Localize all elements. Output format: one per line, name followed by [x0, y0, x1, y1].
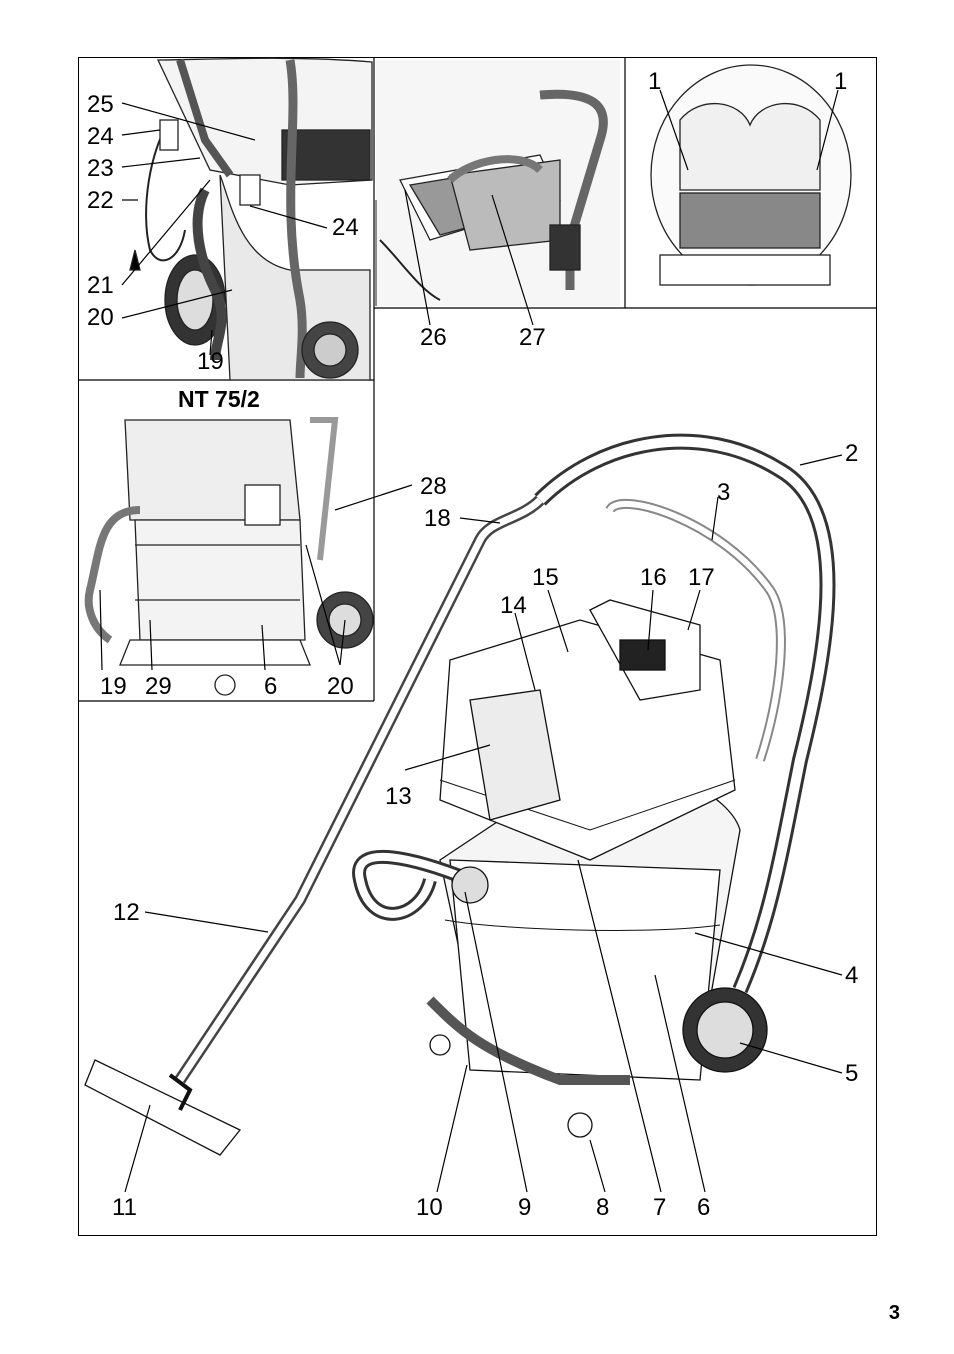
- callout-19: 19: [197, 348, 224, 375]
- callout-22: 22: [87, 187, 114, 214]
- page-number: 3: [888, 1302, 900, 1324]
- callout-13: 13: [385, 783, 412, 810]
- inset-nt75-drawing: [84, 417, 374, 696]
- callout-9: 9: [518, 1194, 532, 1221]
- callout-11: 11: [112, 1194, 137, 1221]
- callout-2: 2: [845, 440, 859, 467]
- callout-18: 18: [424, 505, 451, 532]
- leader-lines: [99, 89, 843, 1193]
- callout-28: 28: [420, 473, 447, 500]
- callout-29: 29: [145, 673, 172, 700]
- callout-25: 25: [87, 91, 114, 118]
- inset-cable-hook-drawing: [129, 57, 373, 381]
- callout-12: 12: [113, 899, 140, 926]
- callout-24: 24: [87, 123, 114, 150]
- callout-20: 20: [87, 304, 114, 331]
- callout-27: 27: [519, 324, 546, 351]
- callout-1-right: 1: [834, 68, 848, 95]
- callout-26: 26: [420, 324, 447, 351]
- callout-16: 16: [640, 564, 667, 591]
- callout-17: 17: [688, 564, 715, 591]
- callout-21: 21: [87, 272, 114, 299]
- callout-19-inset: 19: [100, 673, 127, 700]
- callout-4: 4: [845, 962, 859, 989]
- callout-10: 10: [416, 1194, 443, 1221]
- callout-6-inset: 6: [264, 673, 278, 700]
- figure-frame: [78, 57, 877, 1236]
- callout-1-left: 1: [648, 68, 662, 95]
- callout-24-right: 24: [332, 214, 359, 241]
- callout-20-inset: 20: [327, 673, 354, 700]
- callout-3: 3: [717, 479, 731, 506]
- inset-underside-drawing: [650, 64, 852, 286]
- callout-23: 23: [87, 155, 114, 182]
- inset-filter-drawing: [375, 60, 620, 306]
- callout-8: 8: [596, 1194, 610, 1221]
- callout-14: 14: [500, 592, 527, 619]
- callout-7: 7: [653, 1194, 667, 1221]
- callout-5: 5: [845, 1060, 859, 1087]
- inset-model-title: NT 75/2: [178, 386, 260, 412]
- callout-6: 6: [697, 1194, 711, 1221]
- callout-15: 15: [532, 564, 559, 591]
